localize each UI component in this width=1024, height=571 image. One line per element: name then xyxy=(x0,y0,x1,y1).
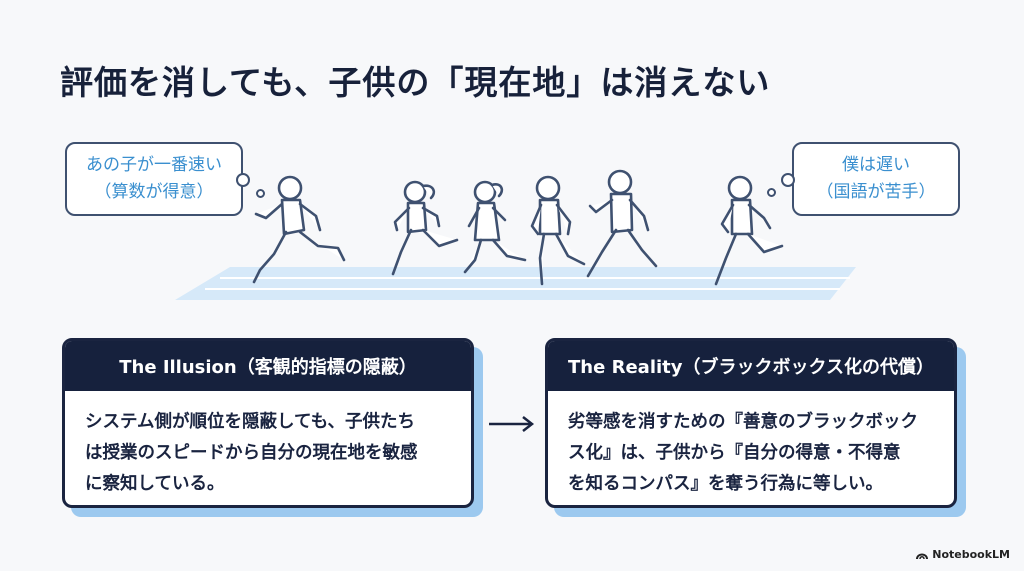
reality-line: 劣等感を消すための『善意のブラックボック xyxy=(568,412,918,432)
runner-figure-3 xyxy=(463,180,527,274)
illusion-card: The Illusion（客観的指標の隠蔽） システム側が順位を隠蔽しても、子供… xyxy=(62,338,474,508)
reality-card: The Reality（ブラックボックス化の代償） 劣等感を消すための『善意のブ… xyxy=(545,338,957,508)
brand-label: NotebookLM xyxy=(932,548,1010,561)
thought-bubble-slow: 僕は遅い （国語が苦手） xyxy=(792,142,960,216)
runner-figure-6 xyxy=(714,175,784,286)
runner-figure-5 xyxy=(586,169,658,278)
illusion-card-body: システム側が順位を隠蔽しても、子供たち は授業のスピードから自分の現在地を敏感 … xyxy=(65,391,471,500)
illusion-line: に察知している。 xyxy=(85,474,225,494)
thought-dot xyxy=(767,188,776,197)
thought-bubble-fast: あの子が一番速い （算数が得意） xyxy=(65,142,243,216)
reality-card-body: 劣等感を消すための『善意のブラックボック ス化』は、子供から『自分の得意・不得意… xyxy=(548,391,954,500)
reality-card-header: The Reality（ブラックボックス化の代償） xyxy=(548,341,954,391)
runners-illustration xyxy=(175,169,856,300)
thought-bubble-slow-line1: 僕は遅い xyxy=(842,155,910,175)
thought-dot xyxy=(256,189,265,198)
illusion-line: システム側が順位を隠蔽しても、子供たち xyxy=(85,412,416,432)
thought-bubble-fast-line1: あの子が一番速い xyxy=(86,155,222,175)
runner-figure-2 xyxy=(391,180,459,276)
notebooklm-logo-icon xyxy=(916,553,929,559)
runner-figure-1 xyxy=(252,175,346,284)
thought-bubble-slow-line2: （国語が苦手） xyxy=(816,182,936,202)
illusion-line: は授業のスピードから自分の現在地を敏感 xyxy=(85,443,418,463)
slide-title: 評価を消しても、子供の「現在地」は消えない xyxy=(60,63,771,102)
runner-figure-4 xyxy=(530,175,586,286)
reality-line: ス化』は、子供から『自分の得意・不得意 xyxy=(568,443,901,463)
running-scene: あの子が一番速い （算数が得意） 僕は遅い （国語が苦手） xyxy=(0,130,1024,310)
running-track xyxy=(175,267,856,300)
reality-line: を知るコンパス』を奪う行為に等しい。 xyxy=(568,474,883,494)
illusion-card-header: The Illusion（客観的指標の隠蔽） xyxy=(65,341,471,391)
thought-dot xyxy=(781,173,795,187)
thought-bubble-fast-line2: （算数が得意） xyxy=(94,182,214,202)
thought-dot xyxy=(236,173,250,187)
right-arrow-icon xyxy=(489,416,535,432)
notebooklm-brand: NotebookLM xyxy=(916,548,1010,561)
